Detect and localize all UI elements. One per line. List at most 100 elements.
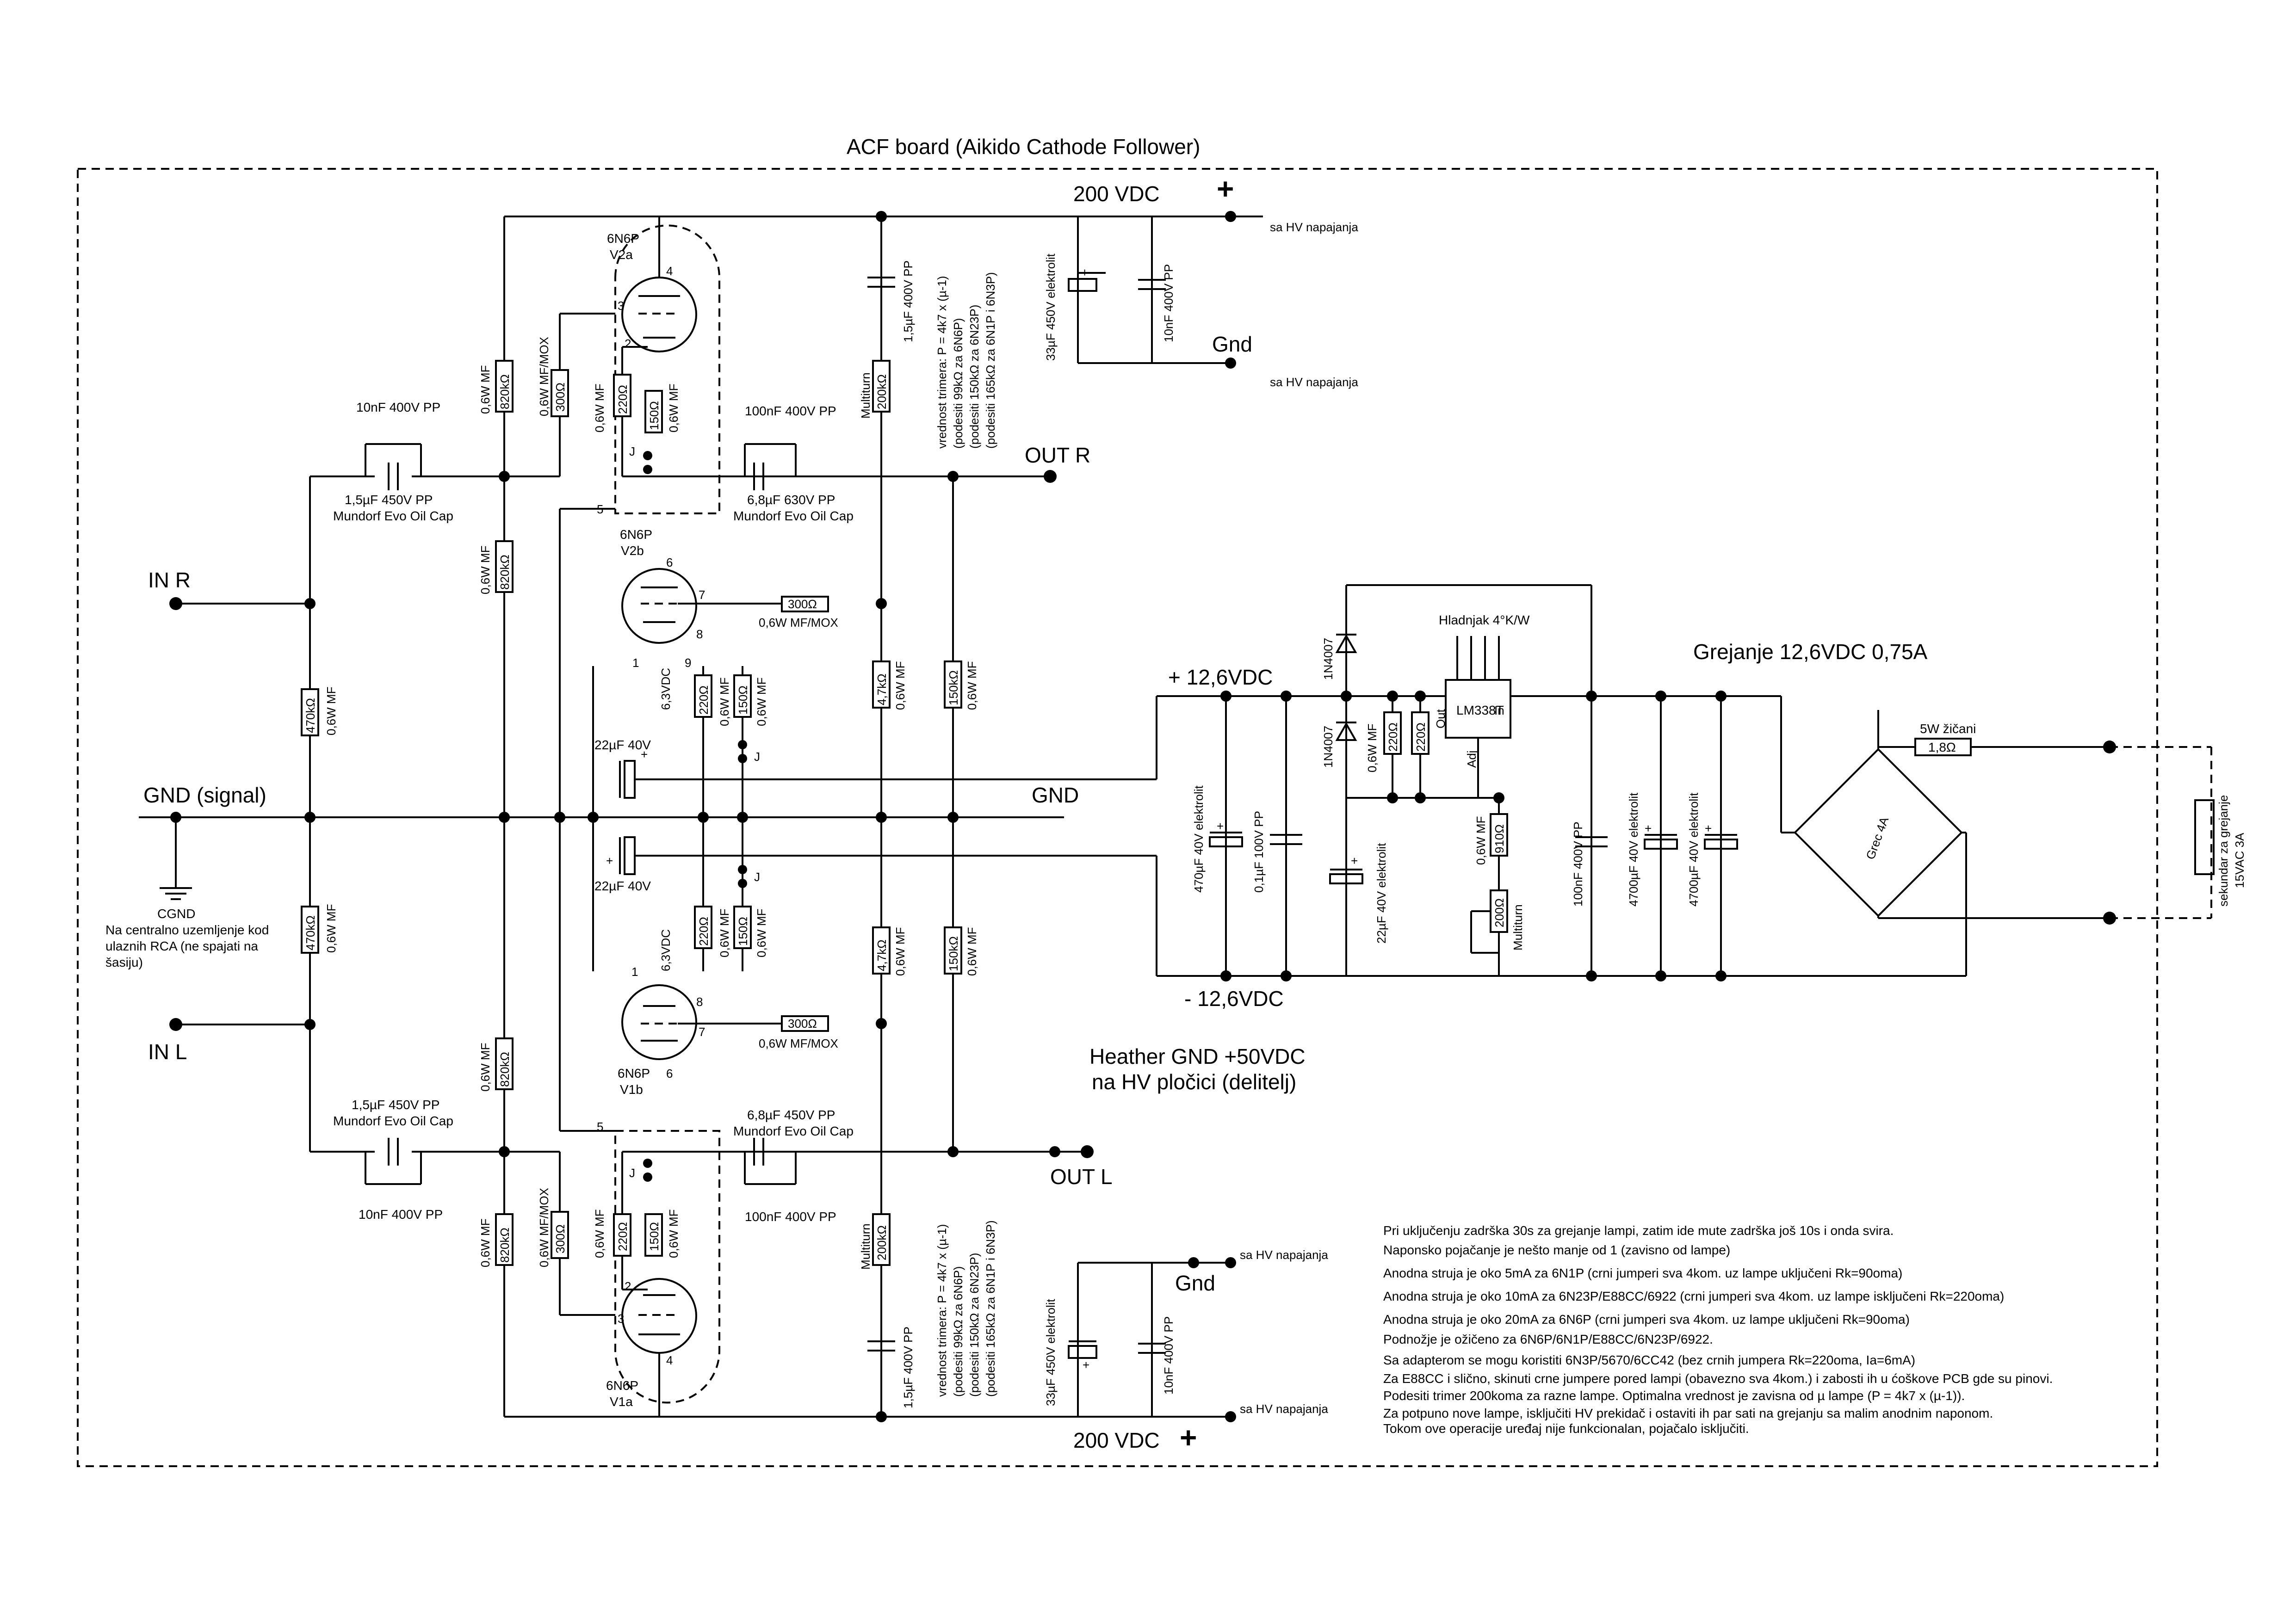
r470k-r-val: 470kΩ [303,698,317,733]
r300-grid-r-type: 0,6W MF/MOX [537,337,551,416]
trimmer-200-reg[interactable] [1490,889,1508,933]
note-10: Za potpuno nove lampe, isključiti HV pre… [1383,1406,1993,1420]
r820k-4-type: 0,6W MF [478,1219,492,1267]
heather-gnd-1: Heather GND +50VDC [1089,1044,1306,1068]
jumper-r-top: J [629,444,635,458]
heather-gnd-2: na HV pločici (delitelj) [1092,1070,1296,1094]
cgnd-note-3: šasiju) [105,955,143,969]
r300-grid-l [551,1211,569,1259]
r150-k-l-val: 150Ω [647,1222,661,1251]
cap-100n-l-label: 100nF 400V PP [745,1210,836,1224]
trimmer-l[interactable] [872,1213,891,1266]
r150k-r-val: 150kΩ [947,670,960,705]
diagram-title: ACF board (Aikido Cathode Follower) [847,135,1200,159]
r300-anode-l-val: 300Ω [788,1017,817,1031]
bridge-label: Grec 4A [1863,815,1891,861]
heater-plus-label: + 12,6VDC [1168,665,1273,689]
v1a-pin4: 4 [666,1353,673,1367]
tube-v2b [621,568,796,644]
trimmer-l-val: 200kΩ [875,1225,889,1260]
transformer-label-2: 15VAC 3A [2233,833,2246,888]
heater-v-r: 6,3VDC [659,668,673,710]
out-r-terminal[interactable] [1044,470,1057,483]
heatsink-label: Hladnjak 4°K/W [1439,613,1530,627]
r-wire-label-1: 5W žičani [1920,722,1976,736]
jumper-l-mid: J [754,870,760,884]
transformer-secondary [2110,746,2215,919]
r220-reg-1 [1383,711,1402,755]
gnd-signal-label: GND (signal) [143,783,266,807]
v1b-pin6: 6 [666,1067,673,1080]
v2b-pin9: 9 [685,656,691,670]
r-wire-18 [1914,738,1972,756]
r150-heater-l-type: 0,6W MF [755,909,768,957]
out-l-terminal[interactable] [1081,1145,1094,1158]
r220-k-l-val: 220Ω [616,1222,630,1251]
trim-note-l-2: (podesiti 99kΩ za 6N6P) [951,1266,965,1397]
r150-heater-r [733,674,752,718]
trimmer-r[interactable] [872,360,891,413]
r300-anode-l-type: 0,6W MF/MOX [759,1037,838,1050]
r220-heater-l-val: 220Ω [697,917,711,946]
svg-text:+: + [1083,1358,1089,1372]
cap-68u-r-label: 6,8µF 630V PP [747,493,835,507]
out-r-label: OUT R [1025,443,1090,467]
v2b-pin1: 1 [632,656,639,670]
r820k-2-val: 820kΩ [498,555,512,590]
hv-bottom-label: 200 VDC [1073,1428,1160,1452]
r470k-r-type: 0,6W MF [324,687,338,735]
note-7: Sa adapterom se mogu koristiti 6N3P/5670… [1383,1353,1915,1367]
r220-k-r-type: 0,6W MF [593,384,606,432]
hv-rail-bottom [504,1262,1231,1418]
trim-note-l-1: vrednost trimera: P = 4k7 x (µ-1) [935,1224,949,1397]
trim-note-l-3: (podesiti 150kΩ za 6N23P) [967,1253,981,1397]
heater-minus-label: - 12,6VDC [1184,987,1284,1011]
r220-heater-r-val: 220Ω [697,685,711,715]
r820k-3-val: 820kΩ [498,1052,512,1087]
cgnd-note-1: Na centralno uzemljenje kod [105,923,269,937]
hv-bottom-gnd: Gnd [1175,1271,1215,1295]
svg-text:+: + [641,747,648,761]
v1a-pin3: 3 [618,1312,624,1326]
r820k-2 [495,540,514,593]
svg-text:+: + [1645,821,1652,835]
r220-heater-l [694,906,712,949]
hv-top-source: sa HV napajanja [1270,220,1358,234]
regulator-adj: Adj [1465,750,1479,768]
r820k-1-val: 820kΩ [498,374,512,409]
r4k7-r [872,660,891,709]
hv-top-gnd-source: sa HV napajanja [1270,375,1358,389]
cap-22u-r-label: 22µF 40V [594,738,651,752]
r220-reg-1-val: 220Ω [1386,722,1400,752]
hv-top-label: 200 VDC [1073,182,1160,206]
regulator-label: LM338T [1456,703,1504,717]
mundorf-r-label: Mundorf Evo Oil Cap [333,509,453,523]
v1b-pin8: 8 [696,995,703,1009]
r470k-l-val: 470kΩ [303,915,317,950]
trimmer-r-val: 200kΩ [875,374,889,409]
r150-k-l-type: 0,6W MF [667,1210,681,1258]
r300-anode-r [781,596,829,612]
heater-supply-title: Grejanje 12,6VDC 0,75A [1693,640,1928,664]
r470k-r [301,688,319,736]
cap-10n-bottom-label: 10nF 400V PP [1162,1316,1176,1395]
hv-top-gnd-terminal[interactable] [1225,358,1236,369]
r150-k-r [644,390,663,433]
v1a-pin2: 2 [625,1279,631,1293]
tube-v1a [621,1278,697,1417]
r300-grid-r-val: 300Ω [553,383,567,412]
r820k-3 [495,1037,514,1090]
hv-bottom-gnd-source: sa HV napajanja [1240,1248,1328,1262]
cap-4700u-2-label: 4700µF 40V elektrolit [1687,792,1701,907]
r220-reg-2-val: 220Ω [1414,722,1428,752]
r150-heater-l [733,906,752,949]
trim-note-r-3: (podesiti 150kΩ za 6N23P) [967,305,981,449]
cap-470u-label: 470µF 40V elektrolit [1192,785,1206,893]
v2b-pin6: 6 [666,555,673,569]
cap-33u-top: + [1068,265,1106,292]
hv-bottom-gnd-terminal[interactable] [1225,1257,1236,1268]
hv-bottom-terminal[interactable] [1225,1411,1236,1422]
note-8: Za E88CC i slično, skinuti crne jumpere … [1383,1371,2053,1386]
r220-heater-r [694,674,712,718]
hv-top-gnd: Gnd [1212,332,1252,356]
